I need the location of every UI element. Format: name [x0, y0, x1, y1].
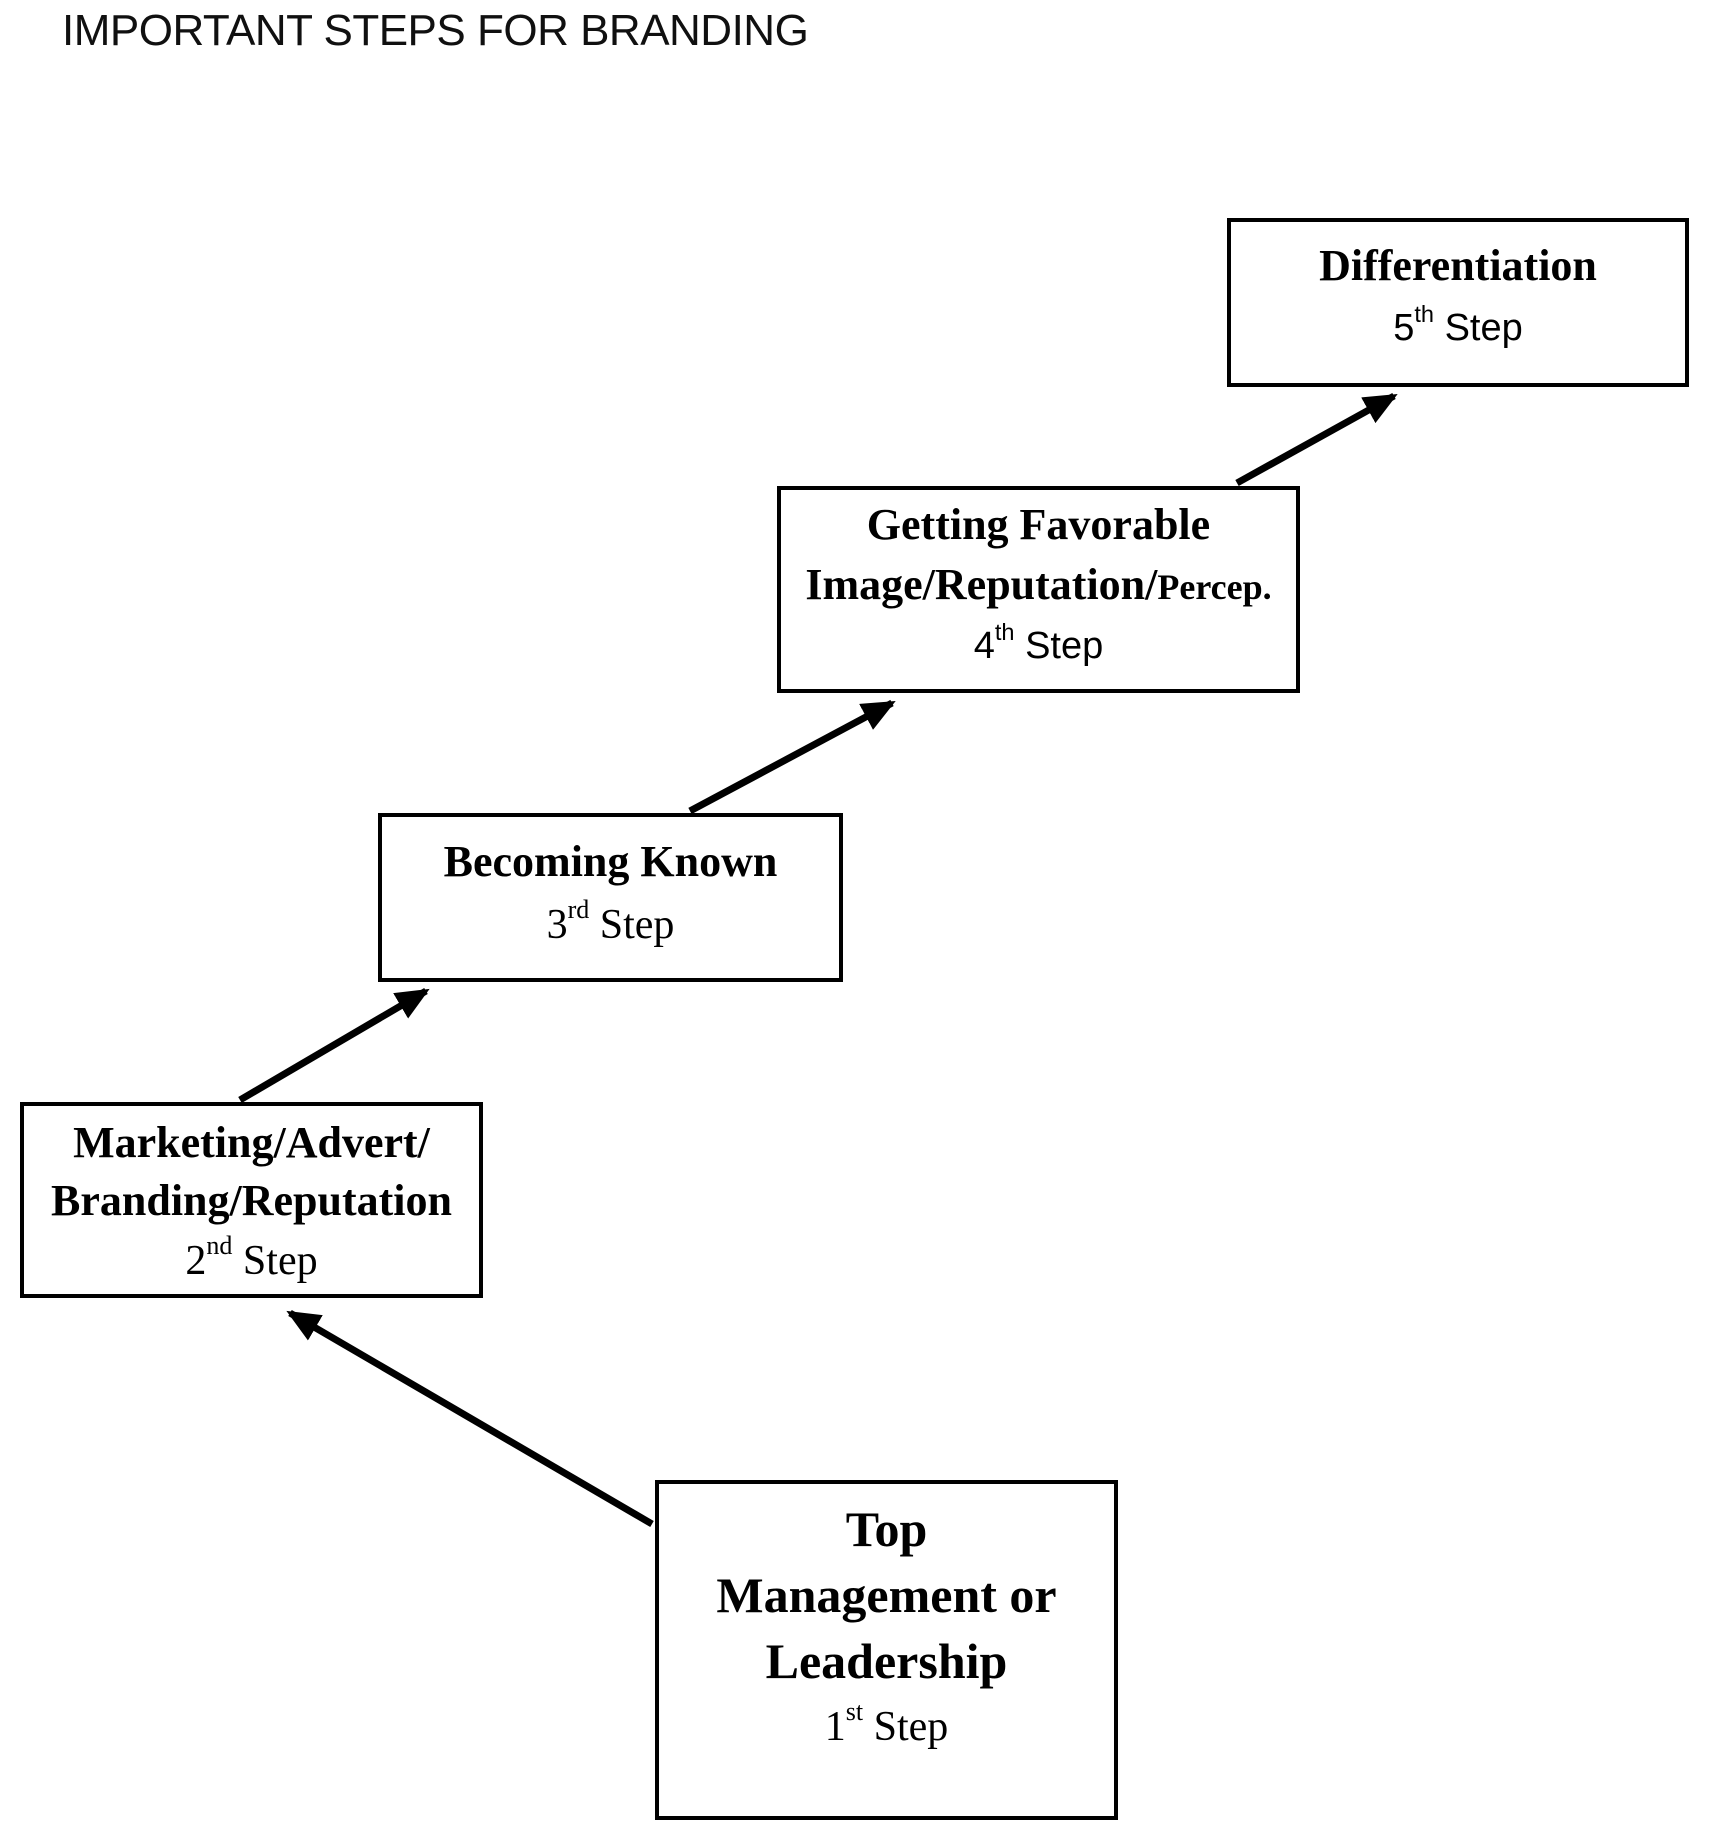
- step-number: 4: [973, 625, 995, 667]
- box-title-line1: Getting Favorable: [866, 500, 1211, 549]
- box-title: Differentiation: [1319, 241, 1597, 290]
- step-ordinal: st: [845, 1697, 864, 1727]
- step-label: 1st Step: [825, 1694, 949, 1760]
- step-ordinal: rd: [567, 895, 590, 925]
- step-number: 5: [1393, 307, 1415, 349]
- box-title-line1: Marketing/Advert/: [73, 1118, 430, 1167]
- step-word: Step: [873, 1704, 949, 1750]
- box-title-line2: Branding/Reputation: [51, 1176, 452, 1225]
- box-title-line3: Leadership: [765, 1633, 1008, 1689]
- page-title: IMPORTANT STEPS FOR BRANDING: [62, 6, 809, 55]
- step-word: Step: [1025, 625, 1104, 667]
- box-title-line2-small: Percep.: [1157, 567, 1272, 607]
- step-label: 5th Step: [1393, 298, 1523, 358]
- box-step-2-marketing-branding: Marketing/Advert/ Branding/Reputation 2n…: [20, 1102, 483, 1298]
- step-ordinal: th: [994, 619, 1015, 646]
- step-ordinal: th: [1414, 301, 1435, 328]
- step-number: 3: [546, 902, 568, 948]
- box-title: Becoming Known: [443, 837, 778, 886]
- box-step-3-becoming-known: Becoming Known 3rd Step: [378, 813, 843, 982]
- arrow-step3-to-step4: [688, 699, 896, 815]
- box-title-line2: Management or: [716, 1567, 1057, 1623]
- step-number: 1: [824, 1704, 846, 1750]
- step-label: 2nd Step: [185, 1230, 317, 1292]
- step-label: 4th Step: [974, 617, 1104, 675]
- box-step-4-getting-favorable-image: Getting Favorable Image/Reputation/Perce…: [777, 486, 1300, 693]
- box-title-line2: Image/Reputation/Percep.: [805, 555, 1271, 617]
- step-word: Step: [599, 902, 675, 948]
- box-step-5-differentiation: Differentiation 5th Step: [1227, 218, 1689, 387]
- arrow-step1-to-step2: [286, 1309, 654, 1528]
- step-word: Step: [242, 1238, 318, 1284]
- arrow-step2-to-step3: [238, 987, 430, 1104]
- step-number: 2: [185, 1238, 207, 1284]
- step-ordinal: nd: [206, 1231, 233, 1261]
- box-title-line1: Top: [845, 1501, 928, 1557]
- step-word: Step: [1444, 307, 1523, 349]
- box-title-line2-main: Image/Reputation/: [805, 560, 1158, 609]
- step-label: 3rd Step: [547, 893, 675, 957]
- arrow-step4-to-step5: [1235, 392, 1398, 487]
- box-step-1-top-management: Top Management or Leadership 1st Step: [655, 1480, 1118, 1820]
